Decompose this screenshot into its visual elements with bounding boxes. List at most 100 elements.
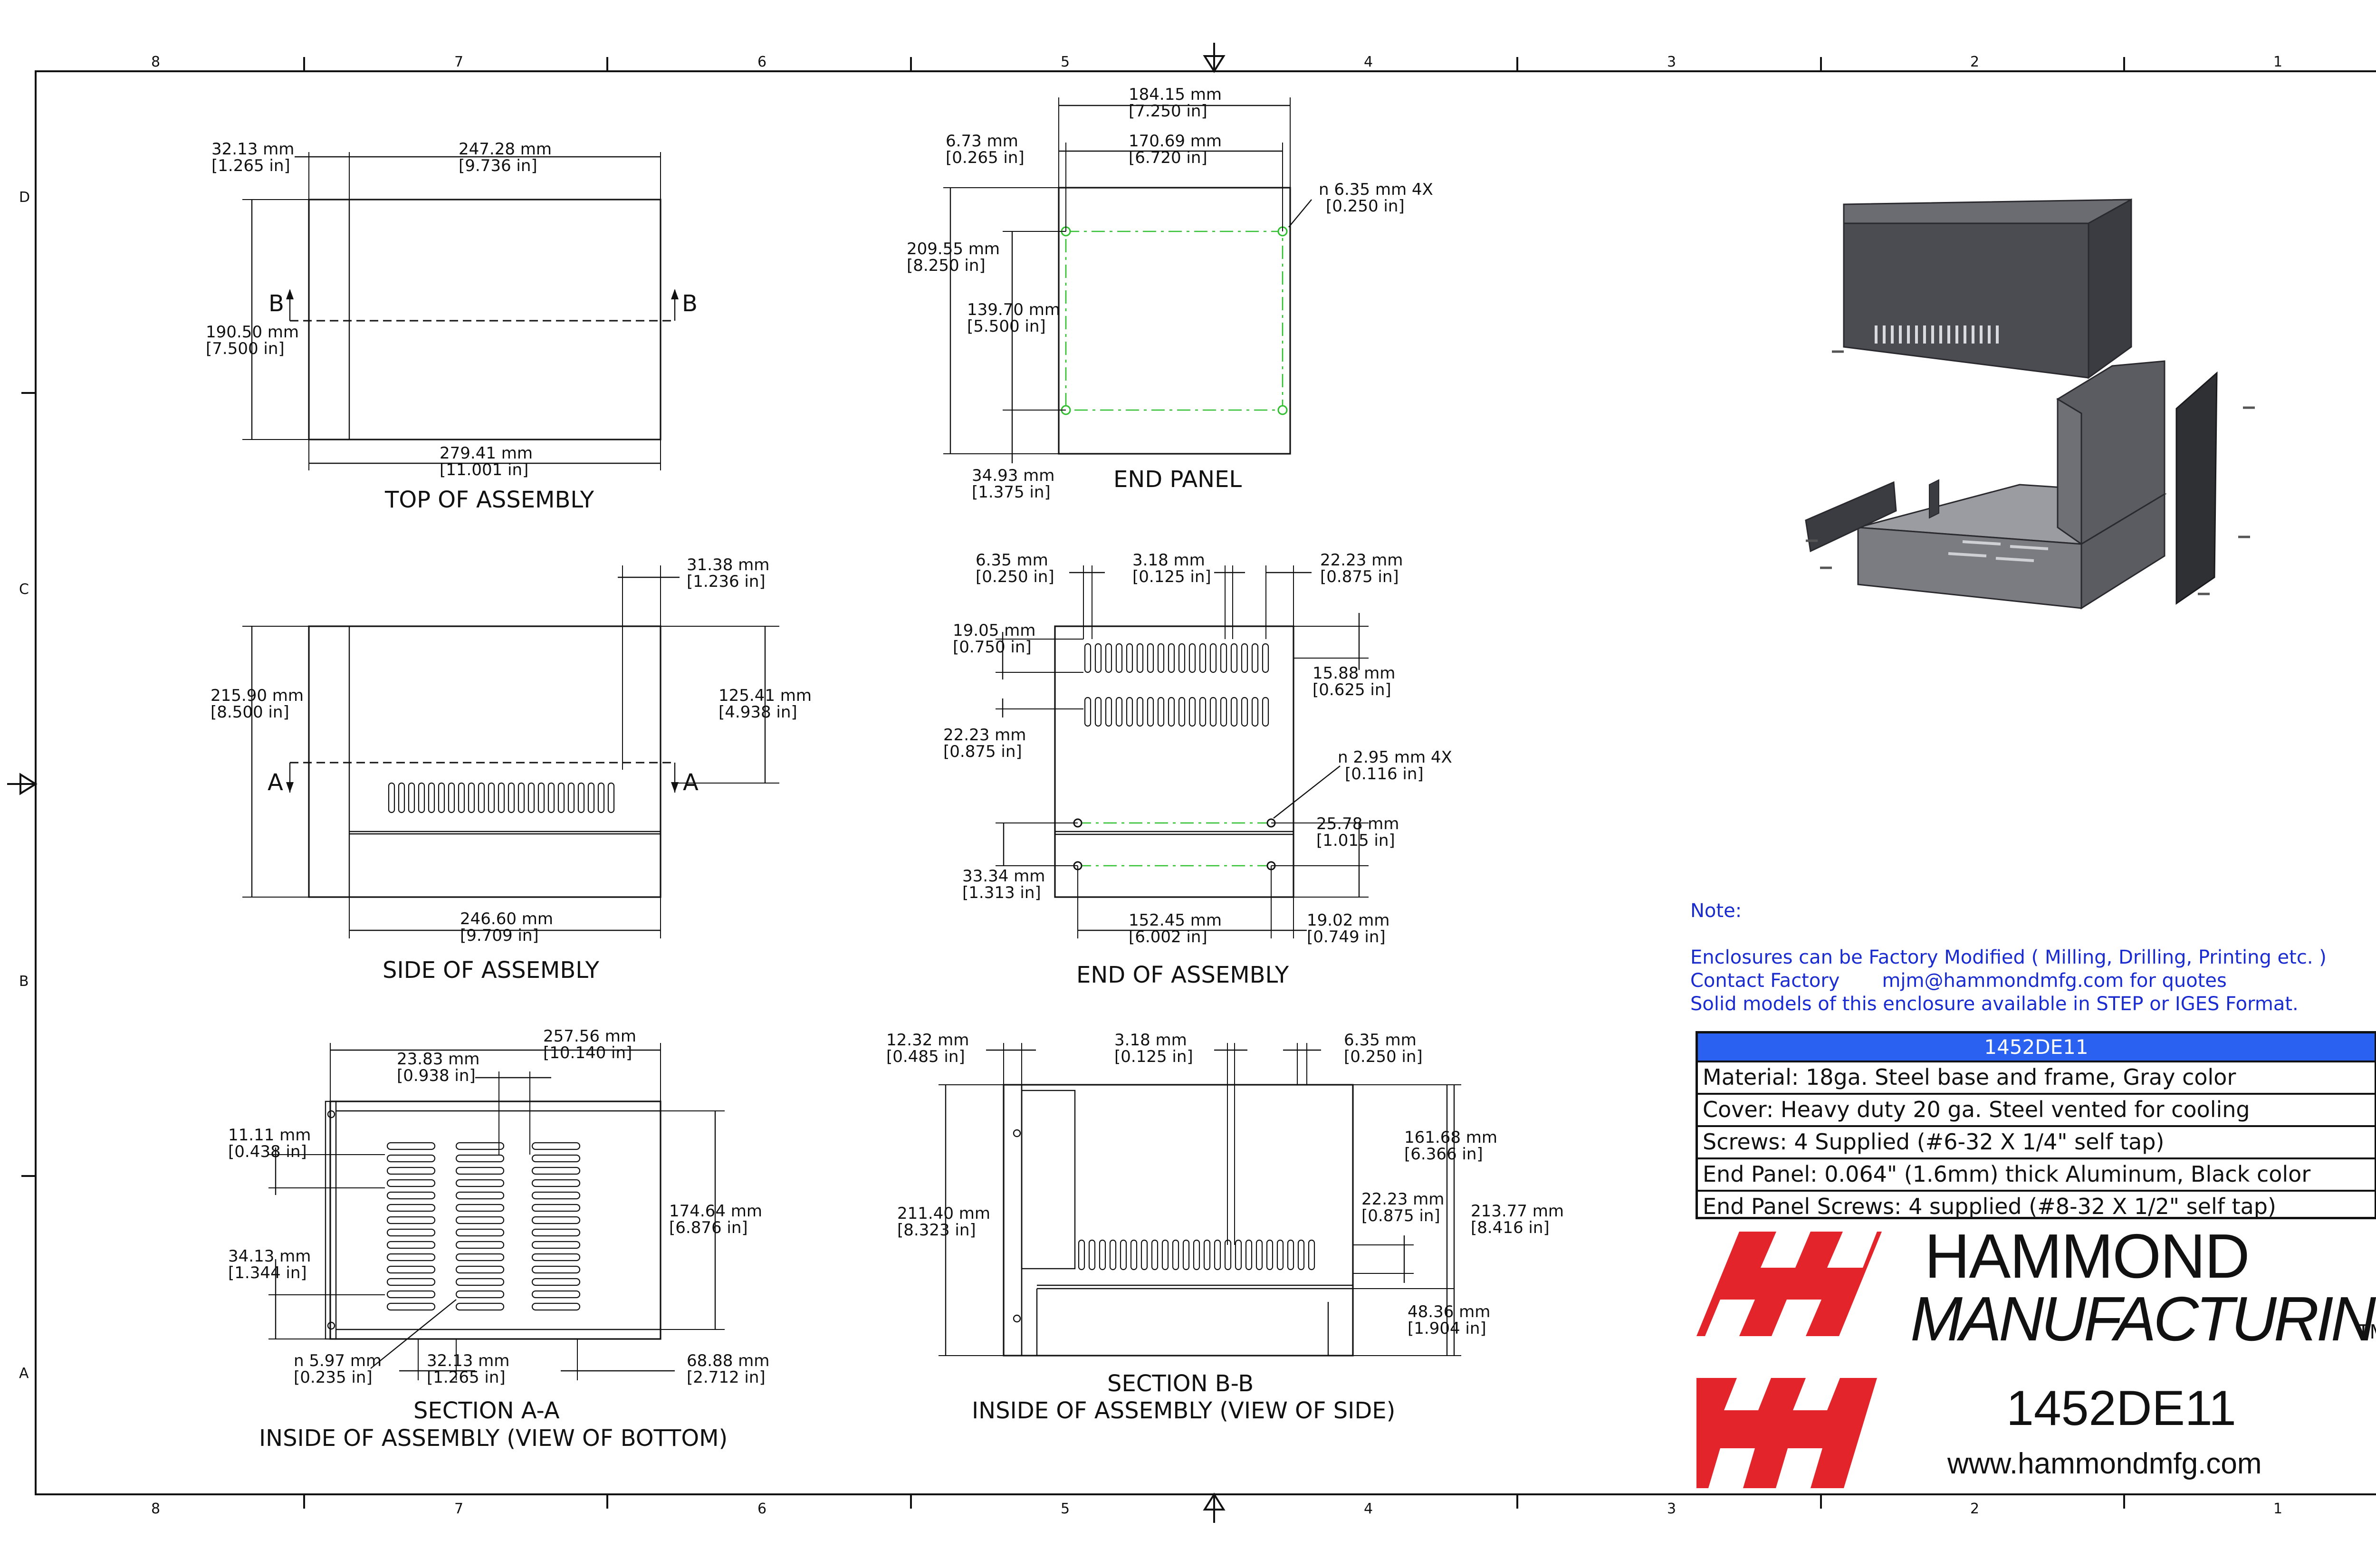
vent-slot <box>468 782 475 813</box>
dim-label: 23.83 mm <box>397 1050 479 1069</box>
dim-label: [0.250 in] <box>1326 197 1405 216</box>
dim-label: [1.265 in] <box>211 156 290 175</box>
vent-slot <box>577 782 585 813</box>
section-aa-view: 257.56 mm [10.140 in] 23.83 mm [0.938 in… <box>228 1027 769 1452</box>
vent-slot <box>587 782 595 813</box>
drawing-border <box>35 70 2376 1495</box>
dim-label: 139.70 mm <box>967 300 1060 319</box>
dim-label: 215.90 mm <box>211 686 304 705</box>
vent-slot <box>1126 697 1133 727</box>
vent-slot <box>531 1302 581 1311</box>
vent-slot <box>1094 697 1102 727</box>
vent-slot <box>1251 697 1259 727</box>
dim-label: [1.236 in] <box>687 572 766 591</box>
vent-slot <box>455 1142 505 1150</box>
dim-label: 213.77 mm <box>1471 1202 1564 1221</box>
section-bb-view: 12.32 mm [0.485 in] 3.18 mm [0.125 in] 6… <box>886 1031 1564 1424</box>
zone-col-label: 6 <box>757 54 766 70</box>
vent-slot <box>386 1253 436 1262</box>
vent-slot <box>386 1302 436 1311</box>
brand-name-line2: MANUFACTURING <box>1910 1284 2376 1354</box>
zone-col-label: 1 <box>2273 54 2282 70</box>
vent-slot <box>455 1253 505 1262</box>
dim-label: 3.18 mm <box>1132 551 1205 570</box>
dim-label: 32.13 mm <box>427 1351 509 1370</box>
zone-col-label: 6 <box>757 1501 766 1517</box>
top-of-assembly-view: B B 32.13 mm [1.265 in] 247.28 mm [9.736… <box>206 140 698 513</box>
vent-slot <box>1115 643 1123 673</box>
dim-label: [0.125 in] <box>1132 567 1211 586</box>
vent-slot <box>386 1278 436 1286</box>
vent-slot <box>455 1166 505 1175</box>
vent-slot <box>1157 643 1165 673</box>
vent-slot <box>1099 1239 1106 1271</box>
website-link[interactable]: www.hammondmfg.com <box>1947 1447 2262 1480</box>
dim-label: [1.265 in] <box>427 1368 506 1387</box>
dim-label: [0.875 in] <box>1320 567 1399 586</box>
vent-slot <box>607 782 615 813</box>
vent-slot <box>1147 643 1154 673</box>
vent-slot <box>455 1228 505 1237</box>
view-title-section-bb: SECTION B-B <box>1107 1370 1254 1397</box>
note-line: Enclosures can be Factory Modified ( Mil… <box>1690 947 2327 968</box>
dim-label: [1.375 in] <box>972 483 1051 502</box>
dim-label: 32.13 mm <box>211 140 294 159</box>
dim-label: [1.344 in] <box>228 1263 307 1282</box>
vent-slot <box>531 1166 581 1175</box>
spec-table: 1452DE11 Material: 18ga. Steel base and … <box>1696 1031 2376 1219</box>
end-of-assembly-view: 6.35 mm [0.250 in] 3.18 mm [0.125 in] 22… <box>943 551 1452 988</box>
notes-block: Note: Enclosures can be Factory Modified… <box>1690 899 2376 1016</box>
trademark-mark: TM <box>2357 1320 2376 1343</box>
vent-slot <box>1161 1239 1169 1271</box>
vent-slot <box>386 1290 436 1299</box>
vent-slot <box>1955 325 1958 344</box>
vent-slot <box>1251 643 1259 673</box>
vent-slot <box>1157 697 1165 727</box>
spec-row-screws: Screws: 4 Supplied (#6-32 X 1/4" self ta… <box>1698 1127 2375 1159</box>
dim-label: [6.366 in] <box>1404 1145 1483 1164</box>
dim-label: 33.34 mm <box>962 867 1045 886</box>
dim-label: 125.41 mm <box>719 686 812 705</box>
vent-slot <box>1203 1239 1211 1271</box>
spec-row-material: Material: 18ga. Steel base and frame, Gr… <box>1698 1062 2375 1095</box>
view-title-top: TOP OF ASSEMBLY <box>384 487 594 513</box>
dim-label: n 6.35 mm 4X <box>1319 180 1433 199</box>
zone-labels: 8 7 6 5 4 3 2 1 8 7 6 5 4 3 2 1 D C B A … <box>19 54 2282 1517</box>
vent-slot <box>1297 1239 1305 1271</box>
dim-label: [0.125 in] <box>1114 1047 1193 1066</box>
dim-label: [9.709 in] <box>460 926 539 945</box>
vent-slot <box>531 1179 581 1187</box>
zone-col-label: 7 <box>454 1501 463 1517</box>
dim-label: 19.05 mm <box>953 621 1035 640</box>
end-panel-view: 184.15 mm [7.250 in] 6.73 mm [0.265 in] … <box>907 85 1433 502</box>
vent-slot <box>386 1166 436 1175</box>
vent-slot <box>1915 325 1918 344</box>
vent-slot <box>1178 697 1186 727</box>
vent-slot <box>455 1216 505 1224</box>
vent-slot <box>386 1241 436 1249</box>
vent-slot <box>448 782 455 813</box>
vent-slot <box>418 782 425 813</box>
dim-label: [10.140 in] <box>543 1043 632 1062</box>
vent-slot <box>428 782 435 813</box>
vent-slot <box>455 1290 505 1299</box>
vent-slot <box>1115 697 1123 727</box>
dim-label: [0.265 in] <box>946 148 1025 167</box>
vent-slot <box>1220 697 1227 727</box>
view-title-end-panel: END PANEL <box>1113 466 1242 493</box>
vent-slot <box>1168 643 1175 673</box>
vent-slot <box>531 1241 581 1249</box>
zone-col-label: 5 <box>1061 1501 1070 1517</box>
dim-label: 19.02 mm <box>1307 911 1389 930</box>
note-line: Solid models of this enclosure available… <box>1690 993 2299 1015</box>
vent-slot <box>1255 1239 1263 1271</box>
dim-label: 247.28 mm <box>459 140 552 159</box>
dim-label: [11.001 in] <box>440 460 528 479</box>
vent-slot <box>1151 1239 1159 1271</box>
part-number: 1452DE11 <box>2006 1381 2236 1436</box>
vent-slot <box>537 782 545 813</box>
dim-label: [0.485 in] <box>886 1047 965 1066</box>
cover-vent-slots <box>1875 325 1999 344</box>
view-title-side: SIDE OF ASSEMBLY <box>383 957 600 984</box>
